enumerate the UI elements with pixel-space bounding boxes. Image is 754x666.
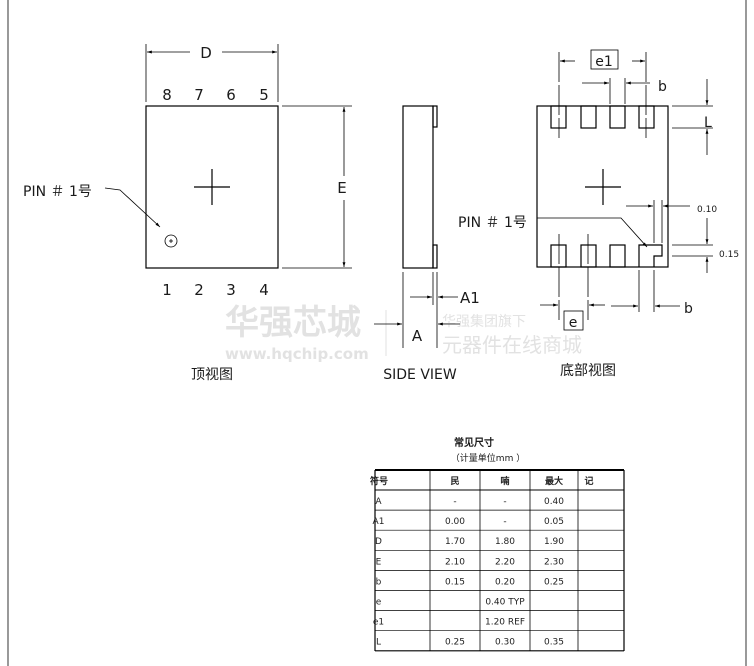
pin-number: 2 <box>194 281 204 299</box>
table-cell: e <box>376 598 382 608</box>
dim-e1-label: e1 <box>595 54 613 70</box>
pin-number: 8 <box>162 86 172 104</box>
watermark-line1: 华强集团旗下 <box>442 313 526 330</box>
table-cell: D <box>375 537 382 547</box>
table-cell: b <box>376 577 382 587</box>
table-header: 记 <box>584 475 593 487</box>
dim-a-label: A <box>412 327 423 345</box>
table-cell: - <box>503 517 506 527</box>
table-cell: e1 <box>373 618 384 628</box>
watermark-url: www.hqchip.com <box>225 345 369 363</box>
table-cell: L <box>376 638 381 648</box>
dim-010-label: 0.10 <box>697 205 717 215</box>
table-cell: A <box>375 497 382 507</box>
table-cell: 1.90 <box>544 537 564 547</box>
watermark-brand: 华强芯城 <box>225 303 361 343</box>
pin1-label: PIN ＃ 1号 <box>458 215 527 231</box>
table-cell: - <box>503 497 506 507</box>
table-header: 喃 <box>500 475 509 487</box>
watermark: 华强芯城 www.hqchip.com 华强集团旗下 元器件在线商城 <box>225 303 582 363</box>
table-cell: 0.40 <box>544 497 564 507</box>
table-cell: 0.00 <box>445 517 465 527</box>
table-cell: 2.30 <box>544 557 564 567</box>
table-cell: 0.25 <box>544 577 564 587</box>
side-view-label: SIDE VIEW <box>383 367 457 383</box>
dim-e-label: E <box>337 179 346 197</box>
table-cell: 2.10 <box>445 557 465 567</box>
table-cell: 0.05 <box>544 517 564 527</box>
watermark-line2: 元器件在线商城 <box>442 333 582 357</box>
table-subtitle: （计量单位mm ） <box>451 452 525 464</box>
dim-b-label: b <box>658 79 667 95</box>
dim-015-label: 0.15 <box>719 250 739 260</box>
table-cell: 0.40 TYP <box>485 598 525 608</box>
dim-a1-label: A1 <box>460 289 480 307</box>
table-cell: 1.20 REF <box>485 618 525 628</box>
dim-d-label: D <box>200 44 212 62</box>
top-body <box>145 105 279 269</box>
table-header: 最大 <box>545 475 563 487</box>
table-cell: - <box>453 497 456 507</box>
pin-number: 1 <box>162 281 172 299</box>
table-cell: 0.35 <box>544 638 564 648</box>
top-view: D E 8 7 6 5 1 2 3 4 PIN ＃ 1号 顶视图 <box>23 44 352 383</box>
pin1-label: PIN ＃ 1号 <box>23 184 92 200</box>
pin-number: 5 <box>259 86 269 104</box>
table-header: 符号 <box>370 475 388 487</box>
pin-number: 6 <box>226 86 236 104</box>
side-view: A1 A SIDE VIEW <box>374 105 480 383</box>
table-cell: 0.25 <box>445 638 465 648</box>
dim-e-pitch-label: e <box>569 315 578 331</box>
table-title: 常见尺寸 <box>454 436 494 449</box>
pin-number: 3 <box>226 281 236 299</box>
table-header: 民 <box>450 476 459 487</box>
table-cell: 0.15 <box>445 577 465 587</box>
pin-number: 4 <box>259 281 269 299</box>
table-cell: A1 <box>373 517 385 527</box>
table-cell: 0.30 <box>495 638 515 648</box>
table-cell: 1.70 <box>445 537 465 547</box>
table-cell: 2.20 <box>495 557 515 567</box>
pin-number: 7 <box>194 86 204 104</box>
pin1-dot-icon <box>164 234 178 248</box>
dim-b-label: b <box>684 301 693 317</box>
table-cell: E <box>376 557 382 567</box>
table-cell: 0.20 <box>495 577 515 587</box>
bottom-view-label: 底部视图 <box>560 363 616 379</box>
top-view-label: 顶视图 <box>191 367 233 383</box>
table-cell: 1.80 <box>495 537 515 547</box>
bottom-view: e1 b L 0.10 0.15 PIN ＃ 1号 e b 底部视图 <box>458 49 739 379</box>
dim-l-label: L <box>704 115 712 131</box>
